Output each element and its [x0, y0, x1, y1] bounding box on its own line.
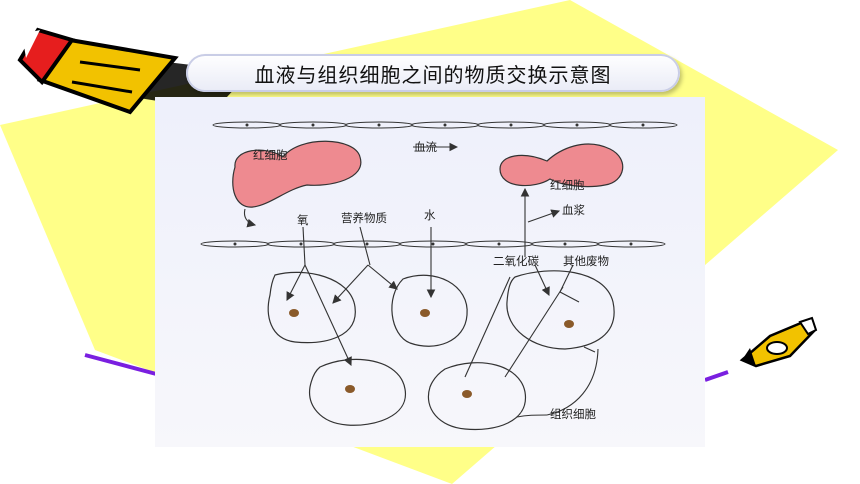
- slide-title-banner: 血液与组织细胞之间的物质交换示意图: [186, 54, 680, 92]
- label-other-waste: 其他废物: [563, 254, 609, 268]
- red-blood-cell-left: [232, 140, 362, 208]
- label-rbc-left: 红细胞: [253, 148, 288, 162]
- tissue-cells: [267, 270, 615, 431]
- slide-title: 血液与组织细胞之间的物质交换示意图: [254, 62, 612, 87]
- label-rbc-right: 红细胞: [550, 178, 585, 192]
- capillary-wall-bottom: [200, 240, 666, 248]
- pencil-small-icon: [739, 316, 818, 368]
- label-tissue-cell: 组织细胞: [550, 407, 596, 421]
- tissue-cell: [308, 358, 406, 426]
- label-nutrients: 营养物质: [341, 211, 387, 225]
- cell-nuclei: [289, 309, 574, 398]
- purple-line-right: [704, 370, 729, 382]
- tissue-cell: [391, 274, 468, 347]
- label-oxygen: 氧: [297, 213, 309, 227]
- tissue-cell: [427, 362, 526, 431]
- diagram-labels: 红细胞 血流 红细胞 血浆 氧 营养物质 水 二氧化碳 其他废物 组织细胞: [253, 140, 609, 421]
- label-water: 水: [424, 208, 436, 222]
- tissue-cell: [267, 271, 356, 344]
- label-co2: 二氧化碳: [493, 254, 539, 268]
- cell-nucleus: [345, 385, 355, 393]
- label-plasma: 血浆: [562, 203, 585, 217]
- cell-nucleus: [462, 390, 472, 398]
- cell-nucleus: [564, 320, 574, 328]
- capillary-wall-top: [212, 121, 678, 129]
- tissue-cell: [506, 270, 615, 350]
- cell-nucleus: [289, 309, 299, 317]
- label-blood-flow: 血流: [414, 140, 437, 154]
- red-blood-cell-right: [499, 143, 624, 188]
- purple-line-left: [84, 353, 161, 377]
- exchange-arrows: [243, 142, 599, 418]
- exchange-diagram: 红细胞 血流 红细胞 血浆 氧 营养物质 水 二氧化碳 其他废物 组织细胞: [155, 97, 705, 447]
- cell-nucleus: [420, 309, 430, 317]
